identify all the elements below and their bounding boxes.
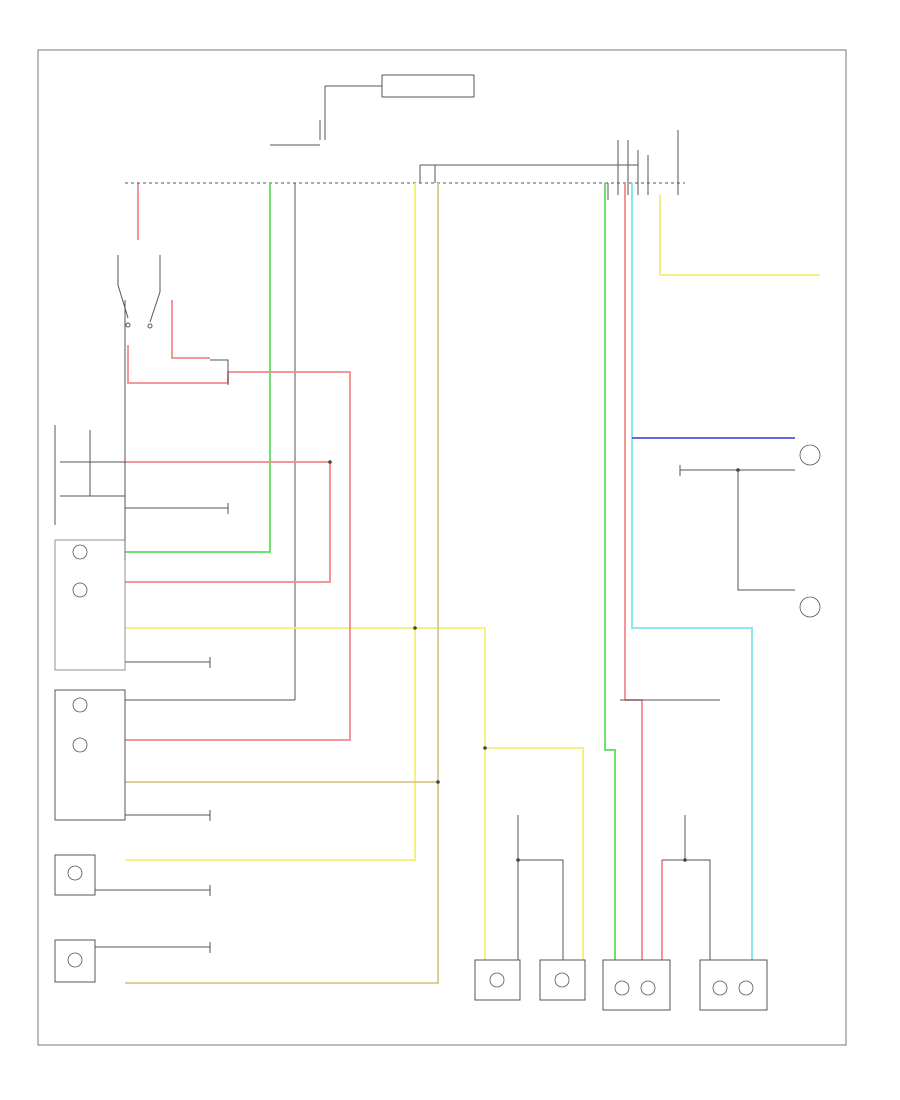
wire-red-left: [125, 345, 351, 741]
wire-cyan: [631, 183, 753, 960]
splices: [328, 460, 740, 862]
top-feeds: [137, 85, 679, 700]
header-box-top: [381, 74, 475, 98]
right-rear-combination-light: [54, 689, 126, 821]
left-license-light: [474, 959, 521, 1001]
left-headlight: [602, 959, 671, 1011]
right-license-light: [539, 959, 586, 1001]
wire-red-2: [125, 461, 331, 583]
wire-yellow-top-right: [659, 195, 820, 276]
wire-yellow-main: [125, 183, 416, 861]
switch-right: [147, 255, 161, 329]
wire-green: [125, 183, 271, 553]
wire-yellow-branch: [485, 747, 584, 960]
wire-green-right: [604, 183, 616, 960]
left-tail-light: [54, 854, 96, 896]
ground-symbols: [209, 465, 686, 953]
wire-red-3: [171, 300, 210, 359]
left-side-marker: [799, 444, 821, 466]
wire-olive: [125, 183, 439, 984]
right-side-marker: [799, 596, 821, 618]
switch-left: [117, 255, 131, 328]
right-tail-light: [54, 939, 96, 983]
wires: [125, 183, 820, 984]
diagram-frame: [37, 49, 847, 1046]
wire-red-right: [624, 183, 643, 960]
gray-wires: [60, 300, 795, 960]
right-headlight: [699, 959, 768, 1011]
left-rear-combination-light: [54, 539, 126, 671]
wire-yellow-mid: [125, 627, 486, 960]
